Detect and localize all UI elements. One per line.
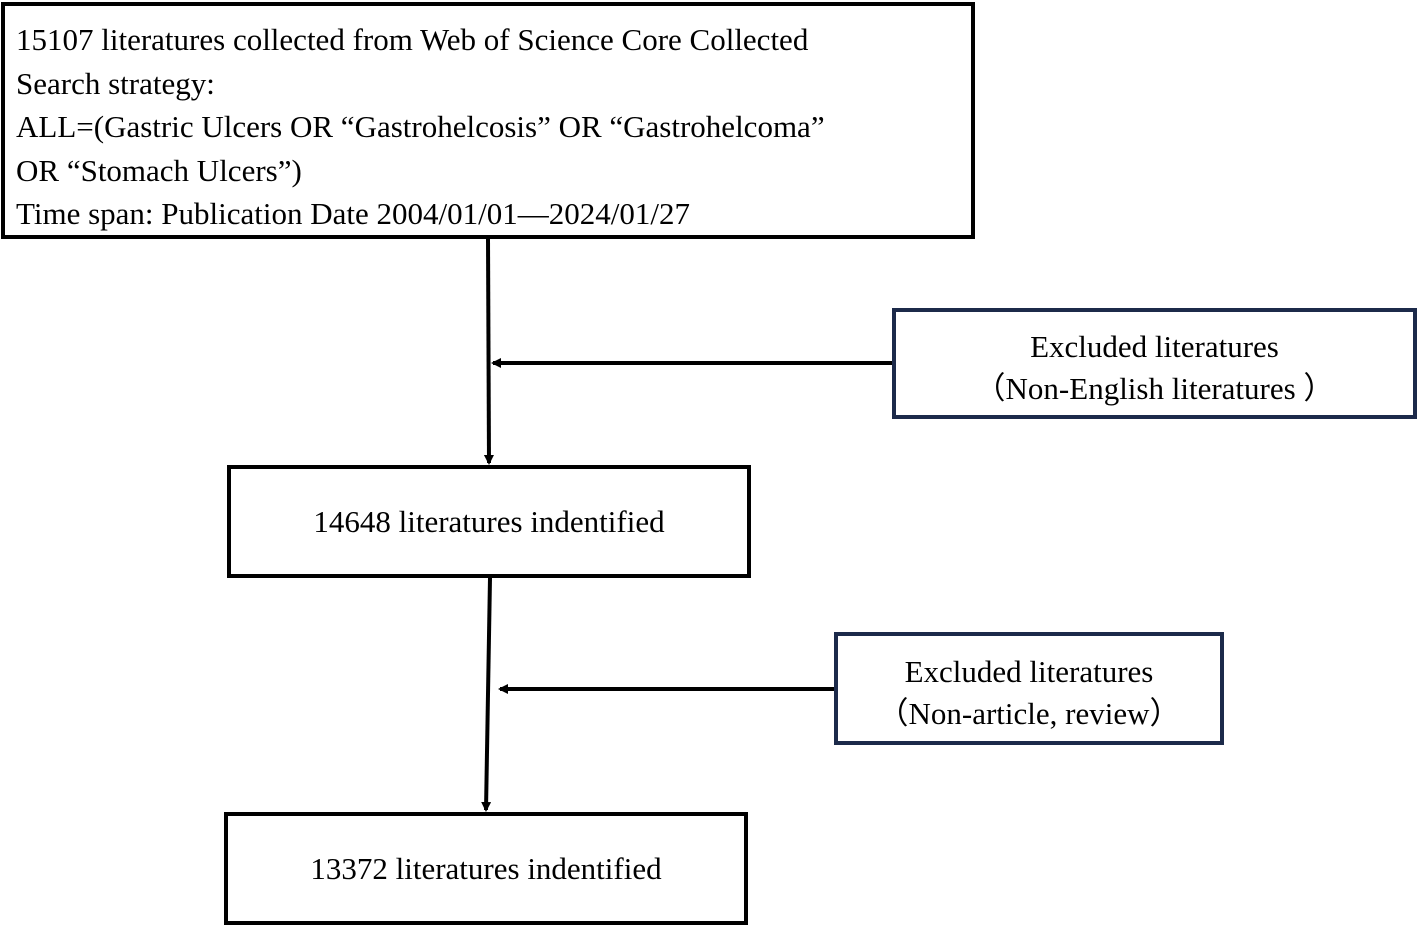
- search-box-line-5: Time span: Publication Date 2004/01/01—2…: [16, 196, 690, 231]
- exclusion-box-non-english: Excluded literatures （Non-English litera…: [892, 308, 1417, 419]
- search-box-line-1: 15107 literatures collected from Web of …: [16, 22, 809, 57]
- identified-box-2: 13372 literatures indentified: [224, 812, 748, 925]
- search-box-line-3: ALL=(Gastric Ulcers OR “Gastrohelcosis” …: [16, 109, 825, 144]
- exclusion-1-title: Excluded literatures: [1030, 329, 1279, 364]
- search-box-line-4: OR “Stomach Ulcers”): [16, 152, 302, 188]
- arrow-search-to-identified-1: [483, 238, 494, 465]
- exclusion-2-reason: （Non-article, review）: [877, 696, 1181, 731]
- exclusion-box-non-article: Excluded literatures （Non-article, revie…: [834, 632, 1224, 745]
- search-box-line-2: Search strategy:: [16, 65, 215, 101]
- arrow-identified-1-to-identified-2: [481, 577, 492, 812]
- search-strategy-box: 15107 literatures collected from Web of …: [1, 2, 975, 239]
- identified-1-text: 14648 literatures indentified: [313, 503, 665, 539]
- exclusion-2-title: Excluded literatures: [904, 654, 1154, 689]
- identified-box-1: 14648 literatures indentified: [227, 465, 751, 578]
- exclusion-1-reason: （Non-English literatures ）: [974, 371, 1335, 406]
- identified-2-text: 13372 literatures indentified: [310, 850, 662, 886]
